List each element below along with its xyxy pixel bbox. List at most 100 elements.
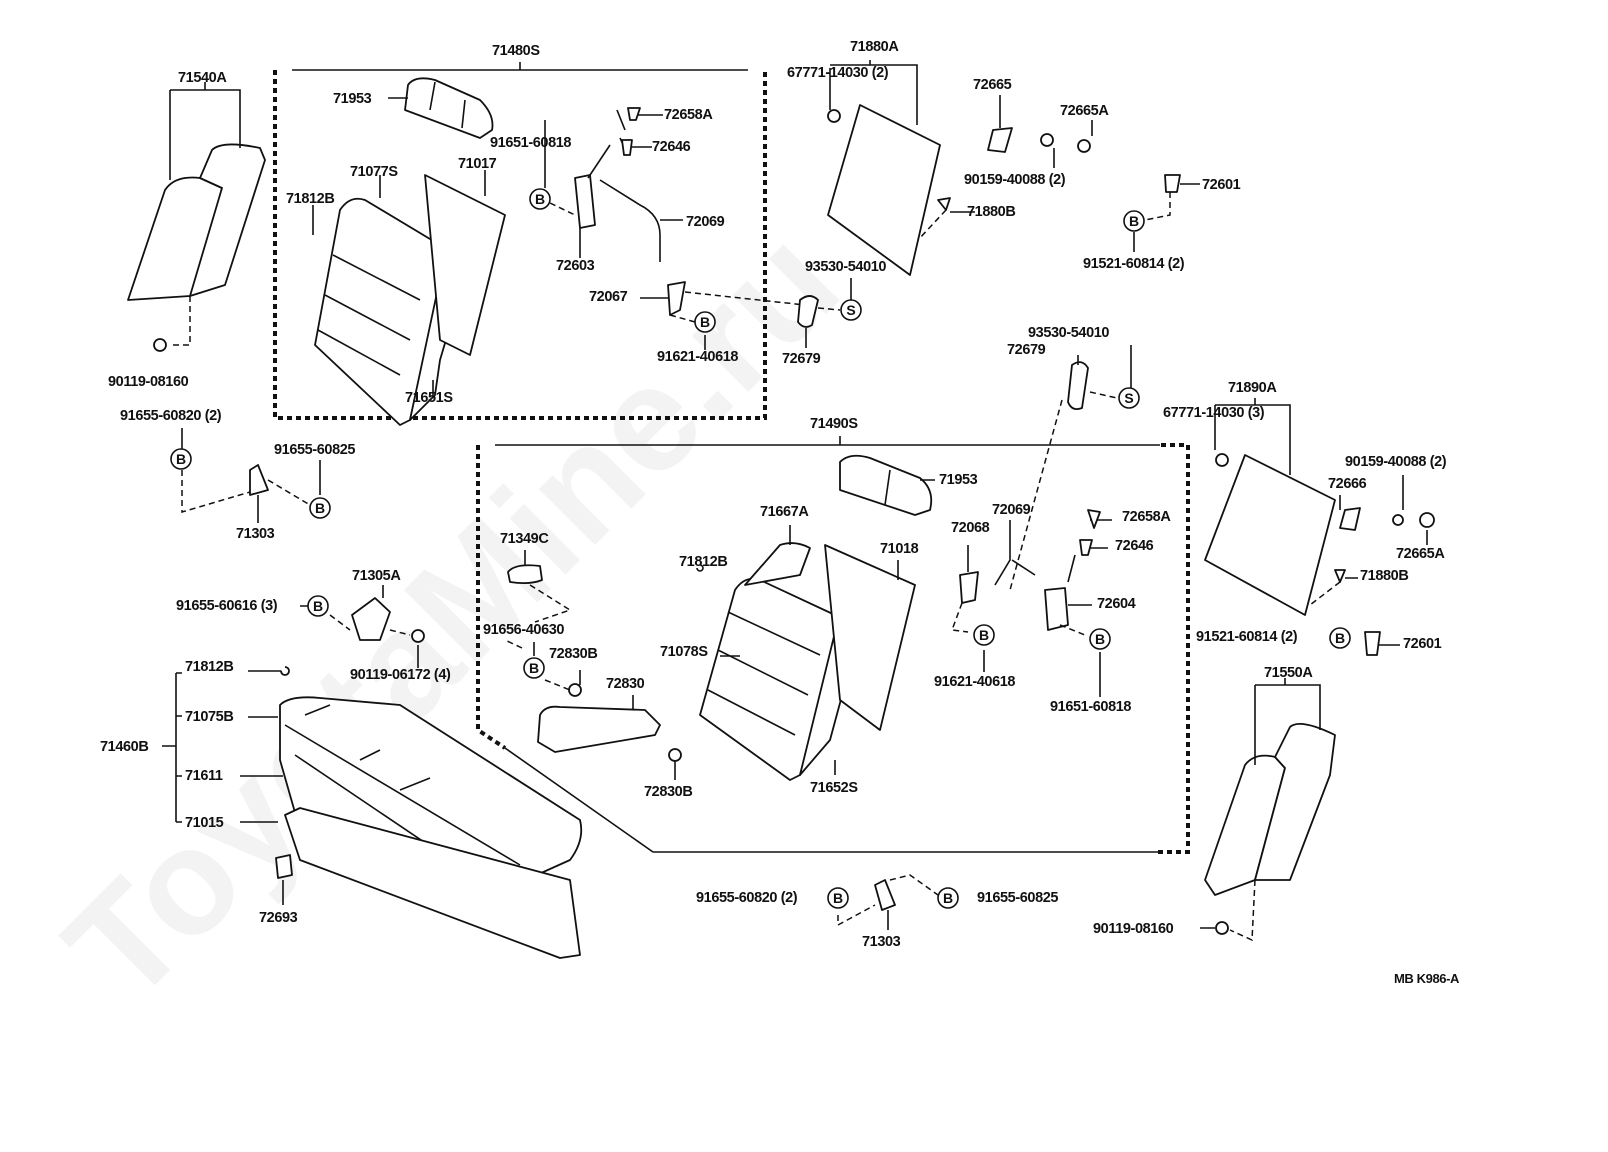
svg-text:B: B — [943, 890, 953, 906]
part-label: 72067 — [589, 289, 628, 305]
part-label: 72646 — [1115, 538, 1154, 554]
svg-text:B: B — [1335, 630, 1345, 646]
svg-text:B: B — [535, 191, 545, 207]
part-label: 71540A — [178, 70, 227, 86]
part-label: 91655-60825 — [977, 890, 1058, 906]
part-label: 72604 — [1097, 596, 1136, 612]
part-label: 72069 — [992, 502, 1031, 518]
svg-text:B: B — [176, 451, 186, 467]
svg-text:S: S — [1124, 390, 1133, 406]
bolt-symbol: B — [309, 497, 331, 519]
part-label: 72665A — [1060, 103, 1109, 119]
part-label: 90159-40088 (2) — [1345, 454, 1447, 470]
part-label: 71305A — [352, 568, 401, 584]
bolt-symbol: B — [1329, 627, 1351, 649]
part-label: 71880B — [1360, 568, 1408, 584]
part-label: 72830 — [606, 676, 645, 692]
part-label: 72679 — [782, 351, 821, 367]
part-label: 67771-14030 (3) — [1163, 405, 1265, 421]
part-label: 72601 — [1403, 636, 1442, 652]
part-label: 71349C — [500, 531, 549, 547]
part-label: 71953 — [333, 91, 372, 107]
part-label: 93530-54010 — [805, 259, 886, 275]
part-label: 91655-60825 — [274, 442, 355, 458]
part-label: 91655-60820 (2) — [120, 408, 222, 424]
screw-symbol: S — [1118, 387, 1140, 409]
part-label: 91521-60814 (2) — [1083, 256, 1185, 272]
part-label: 71017 — [458, 156, 497, 172]
part-label: 71303 — [236, 526, 275, 542]
part-label: 71953 — [939, 472, 978, 488]
part-label: 71890A — [1228, 380, 1277, 396]
svg-text:B: B — [1129, 213, 1139, 229]
part-label: 67771-14030 (2) — [787, 65, 889, 81]
part-label: 71880A — [850, 39, 899, 55]
parts-drawings — [127, 60, 1435, 959]
part-label: 91521-60814 (2) — [1196, 629, 1298, 645]
part-label: 71611 — [185, 768, 223, 784]
part-label: 71078S — [660, 644, 708, 660]
part-label: 71460B — [100, 739, 148, 755]
part-label: 71667A — [760, 504, 809, 520]
diagram-code: MB K986-A — [1394, 971, 1460, 986]
part-label: 91621-40618 — [934, 674, 1015, 690]
bolt-symbol: B — [827, 887, 849, 909]
lower-assembly-frame-71490S — [476, 436, 1190, 854]
part-label: 90119-08160 — [108, 374, 189, 390]
bolt-symbol: B — [307, 595, 329, 617]
upper-assembly-frame-71480S — [273, 62, 767, 420]
bolt-symbol: B — [973, 624, 995, 646]
svg-text:B: B — [315, 500, 325, 516]
part-label: 72658A — [1122, 509, 1171, 525]
part-label: 71651S — [405, 390, 453, 406]
part-label: 71652S — [810, 780, 858, 796]
part-label: 90159-40088 (2) — [964, 172, 1066, 188]
part-label: 90119-08160 — [1093, 921, 1174, 937]
part-label: 71490S — [810, 416, 858, 432]
part-label: 71812B — [679, 554, 727, 570]
bolt-symbol: B — [170, 448, 192, 470]
bolt-symbol: B — [529, 188, 551, 210]
svg-text:B: B — [529, 660, 539, 676]
part-label: 72830B — [644, 784, 692, 800]
svg-text:B: B — [979, 627, 989, 643]
bolt-symbol: B — [937, 887, 959, 909]
part-label: 72665A — [1396, 546, 1445, 562]
svg-text:B: B — [833, 890, 843, 906]
svg-text:B: B — [1095, 631, 1105, 647]
part-label: 71075B — [185, 709, 233, 725]
part-label: 72068 — [951, 520, 990, 536]
part-label: 72069 — [686, 214, 725, 230]
part-label: 72658A — [664, 107, 713, 123]
bolt-symbol: B — [694, 311, 716, 333]
part-label: 71812B — [286, 191, 334, 207]
screw-symbol: S — [840, 299, 862, 321]
part-label: 72646 — [652, 139, 691, 155]
svg-text:B: B — [700, 314, 710, 330]
part-labels: 71540A 71480S 71953 72658A 91651-60818 7… — [100, 39, 1460, 986]
part-label: 71550A — [1264, 665, 1313, 681]
svg-text:S: S — [846, 302, 855, 318]
part-label: 71077S — [350, 164, 398, 180]
bolt-symbol: B — [1089, 628, 1111, 650]
part-label: 72693 — [259, 910, 298, 926]
bolt-symbol: B — [1123, 210, 1145, 232]
svg-text:B: B — [313, 598, 323, 614]
part-label: 72830B — [549, 646, 597, 662]
part-label: 72666 — [1328, 476, 1367, 492]
part-label: 71015 — [185, 815, 224, 831]
part-label: 72679 — [1007, 342, 1046, 358]
part-label: 72601 — [1202, 177, 1241, 193]
part-label: 71880B — [967, 204, 1015, 220]
bolt-symbol: B — [523, 657, 545, 679]
part-label: 72603 — [556, 258, 595, 274]
part-label: 91651-60818 — [1050, 699, 1131, 715]
part-label: 91655-60616 (3) — [176, 598, 278, 614]
part-label: 71303 — [862, 934, 901, 950]
part-label: 91656-40630 — [483, 622, 564, 638]
part-label: 91651-60818 — [490, 135, 571, 151]
part-label: 91655-60820 (2) — [696, 890, 798, 906]
part-label: 91621-40618 — [657, 349, 738, 365]
part-label: 71812B — [185, 659, 233, 675]
